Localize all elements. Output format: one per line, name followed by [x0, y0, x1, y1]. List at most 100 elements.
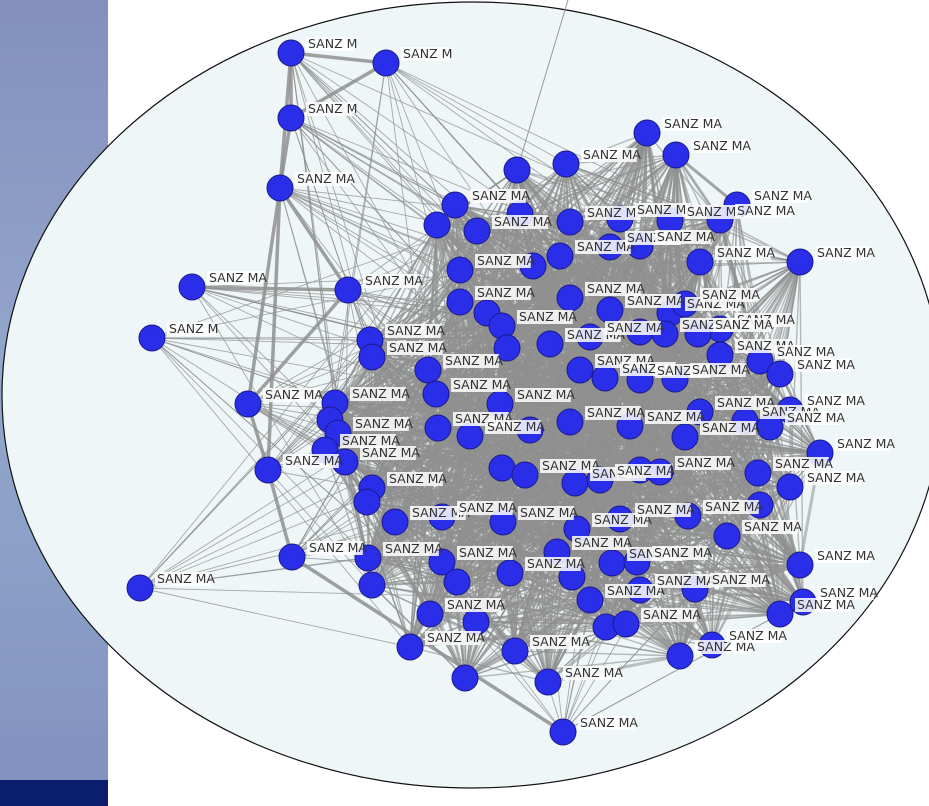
graph-node[interactable] — [686, 248, 714, 276]
graph-node[interactable] — [358, 571, 386, 599]
graph-node[interactable] — [266, 174, 294, 202]
graph-node[interactable] — [612, 610, 640, 638]
graph-node[interactable] — [416, 600, 444, 628]
node-label: SANZ MA — [355, 416, 413, 431]
graph-node[interactable] — [576, 586, 604, 614]
graph-node[interactable] — [561, 469, 589, 497]
graph-node[interactable] — [556, 408, 584, 436]
node-label: SANZ MA — [583, 147, 641, 162]
graph-node[interactable] — [566, 356, 594, 384]
graph-node[interactable] — [534, 668, 562, 696]
graph-node[interactable] — [633, 119, 661, 147]
graph-node[interactable] — [493, 334, 521, 362]
node-label: SANZ MA — [657, 229, 715, 244]
node-label-background — [735, 204, 791, 218]
graph-node[interactable] — [456, 422, 484, 450]
graph-edge — [532, 265, 549, 683]
graph-edge — [139, 587, 411, 648]
node-label-background — [835, 437, 891, 451]
node-label: SANZ MA — [309, 540, 367, 555]
graph-node[interactable] — [662, 141, 690, 169]
graph-edge — [409, 646, 549, 683]
node-label-background — [581, 148, 637, 162]
graph-node[interactable] — [381, 508, 409, 536]
graph-node[interactable] — [254, 456, 282, 484]
graph-node[interactable] — [598, 549, 626, 577]
graph-node[interactable] — [549, 718, 577, 746]
graph-node[interactable] — [786, 551, 814, 579]
graph-node[interactable] — [178, 273, 206, 301]
node-label-background — [815, 246, 871, 260]
node-label: SANZ MA — [702, 420, 760, 435]
graph-node[interactable] — [713, 522, 741, 550]
graph-node[interactable] — [278, 543, 306, 571]
node-label-background — [655, 230, 711, 244]
graph-edge — [570, 220, 672, 578]
graph-node[interactable] — [556, 208, 584, 236]
graph-node[interactable] — [138, 324, 166, 352]
graph-node[interactable] — [488, 312, 516, 340]
graph-node[interactable] — [546, 242, 574, 270]
graph-node[interactable] — [536, 330, 564, 358]
graph-node[interactable] — [126, 574, 154, 602]
graph-node[interactable] — [766, 600, 794, 628]
graph-node[interactable] — [277, 39, 305, 67]
node-label: SANZ MA — [542, 458, 600, 473]
node-label-background — [517, 310, 573, 324]
graph-node[interactable] — [496, 559, 524, 587]
node-label-background — [525, 557, 581, 571]
node-label-background — [592, 513, 648, 527]
graph-node[interactable] — [424, 414, 452, 442]
graph-edge — [266, 469, 294, 558]
graph-node[interactable] — [744, 459, 772, 487]
graph-node[interactable] — [353, 488, 381, 516]
graph-node[interactable] — [372, 49, 400, 77]
graph-node[interactable] — [423, 211, 451, 239]
node-label-background — [795, 598, 851, 612]
node-label: SANZ MA — [453, 377, 511, 392]
graph-node[interactable] — [277, 104, 305, 132]
node-label: SANZ MA — [637, 502, 695, 517]
node-label: SANZ MA — [519, 309, 577, 324]
graph-node[interactable] — [396, 633, 424, 661]
graph-edge — [516, 169, 641, 247]
graph-node[interactable] — [463, 217, 491, 245]
graph-node[interactable] — [552, 150, 580, 178]
node-label: SANZ MA — [797, 357, 855, 372]
node-label-background — [700, 421, 756, 435]
graph-node[interactable] — [441, 191, 469, 219]
graph-node[interactable] — [443, 568, 471, 596]
graph-node[interactable] — [591, 364, 619, 392]
graph-edge — [509, 572, 549, 683]
graph-node[interactable] — [671, 423, 699, 451]
graph-node[interactable] — [234, 390, 262, 418]
graph-node[interactable] — [766, 360, 794, 388]
graph-node[interactable] — [358, 343, 386, 371]
graph-node[interactable] — [446, 256, 474, 284]
node-label: SANZ MA — [209, 270, 267, 285]
graph-node[interactable] — [446, 288, 474, 316]
graph-node[interactable] — [786, 248, 814, 276]
node-label-background — [518, 506, 574, 520]
graph-node[interactable] — [776, 473, 804, 501]
graph-node[interactable] — [556, 284, 584, 312]
graph-node[interactable] — [488, 454, 516, 482]
graph-node[interactable] — [503, 156, 531, 184]
graph-node[interactable] — [501, 637, 529, 665]
graph-node[interactable] — [334, 276, 362, 304]
node-label: SANZ MA — [820, 585, 878, 600]
node-label: SANZ MA — [627, 293, 685, 308]
graph-node[interactable] — [666, 642, 694, 670]
node-label-background — [363, 274, 419, 288]
node-label-background — [401, 47, 450, 61]
graph-node[interactable] — [451, 664, 479, 692]
graph-node[interactable] — [511, 461, 539, 489]
graph-edge — [323, 449, 432, 615]
graph-node[interactable] — [422, 380, 450, 408]
graph-edge — [290, 51, 387, 65]
graph-edge — [266, 187, 282, 471]
node-label: SANZ MA — [445, 353, 503, 368]
node-label-background — [167, 322, 216, 336]
node-label-background — [715, 396, 771, 410]
graph-node[interactable] — [414, 356, 442, 384]
